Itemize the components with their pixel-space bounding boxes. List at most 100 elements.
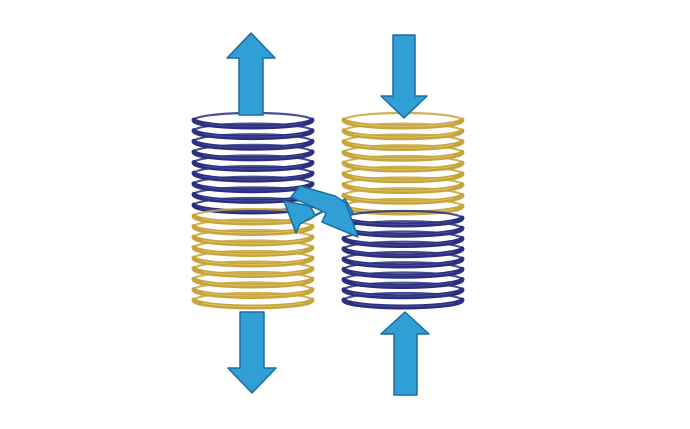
right-spring-top-ring-back [342, 187, 464, 196]
left-spring-bottom-ring-shine [202, 260, 304, 265]
exchange-arrows-icon [283, 185, 359, 238]
left-spring-top-ring [191, 128, 315, 141]
right-spring-bottom-ring-back [342, 271, 464, 280]
left-spring-bottom-ring [191, 245, 315, 257]
right-spring-bottom-ring [341, 236, 465, 248]
right-spring-top-ring-shine [352, 144, 454, 149]
left-spring-bottom-ring [191, 297, 315, 310]
right-spring-bottom-ring-back [342, 230, 464, 239]
left-spring-bottom-ring-shine [202, 302, 304, 307]
right-spring-bottom-ring-back [342, 250, 464, 260]
left-spring-bottom-ring-back [192, 291, 314, 301]
right-spring-bottom-ring-back [342, 240, 464, 250]
left-spring-top-ring-back [192, 122, 314, 132]
right-spring-top-ring-back [342, 197, 464, 207]
left-spring [191, 111, 315, 310]
right-spring-top-ring-back [342, 144, 464, 153]
right-spring-bottom-ring [341, 277, 465, 289]
left-spring-bottom-ring-back [192, 260, 314, 269]
left-spring-top-ring-shine [202, 186, 304, 191]
left-spring-bottom-ring [191, 255, 315, 268]
left-spring-bottom-ring-back [192, 249, 314, 259]
left-spring-bottom-ring [191, 234, 315, 247]
right-spring-top-ring [341, 117, 465, 130]
left-spring-bottom-ring-back [192, 281, 314, 290]
left-spring-top-ring-shine [202, 197, 304, 202]
right-spring-top-ring-shine [352, 197, 454, 203]
right-spring-bottom-ring-shine [352, 282, 454, 287]
right-spring-top-ring-shine [352, 208, 454, 213]
right-spring-bottom-arrow-icon [380, 311, 430, 396]
left-spring-top-ring-back [192, 143, 314, 153]
right-spring-bottom-ring-shine [352, 292, 454, 297]
left-spring-bottom-ring-shine [202, 250, 304, 255]
right-spring-top-ring [341, 192, 465, 205]
right-spring-top-ring-shine [352, 165, 454, 170]
right-spring-top-ring-shine [352, 133, 454, 138]
left-spring-bottom-ring [191, 224, 315, 236]
left-spring-top-ring-shine [202, 122, 304, 127]
left-spring-top-arrow-icon [226, 32, 276, 116]
right-spring-top-ring-shine [352, 187, 454, 192]
left-spring-top-ring-shine [202, 165, 304, 170]
left-spring-bottom-ring-shine [202, 229, 304, 234]
right-spring-top-ring-back [342, 154, 464, 164]
exchange-arrow-down-right-icon [290, 185, 359, 238]
right-spring-bottom-ring-shine [352, 220, 454, 225]
left-spring-bottom-ring-back [192, 270, 314, 280]
right-spring-bottom-ring [341, 287, 465, 300]
right-spring-bottom-ring-shine [352, 241, 454, 246]
right-spring-bottom-ring-shine [352, 261, 454, 266]
left-spring-bottom-ring-shine [202, 239, 304, 244]
right-spring-top-ring [341, 182, 465, 194]
left-spring-top-ring [191, 149, 315, 162]
left-spring-top-ring [191, 181, 315, 194]
left-spring-bottom-ring [191, 276, 315, 289]
right-spring-bottom-ring [341, 256, 465, 269]
left-spring-top-ring-back [192, 165, 314, 174]
left-spring-bottom-ring [191, 266, 315, 278]
left-spring-top-ring-shine [202, 175, 304, 181]
right-spring-bottom-ring [341, 297, 465, 310]
right-spring-top-ring [341, 149, 465, 162]
right-spring-bottom-ring-back [342, 261, 464, 270]
right-spring-top-ring-back [342, 122, 464, 132]
left-spring-bottom-ring-shine [202, 271, 304, 276]
left-spring-bottom-ring [191, 287, 315, 299]
left-spring-top-ring [191, 170, 315, 183]
left-spring-top-ring [191, 117, 315, 130]
left-spring-bottom-ring-shine [202, 281, 304, 286]
right-spring-bottom-ring-back [342, 291, 464, 301]
right-spring-top-ring [341, 128, 465, 141]
left-spring-top-ring-back [192, 175, 314, 185]
left-spring-bottom-ring-back [192, 228, 314, 238]
right-spring-top-ring-shine [352, 122, 454, 127]
left-spring-top-ring [191, 160, 315, 172]
right-spring-top-ring [341, 139, 465, 151]
right-spring-top-ring [341, 160, 465, 173]
right-spring-top-ring-shine [352, 176, 454, 181]
left-spring-bottom-arrow-icon [227, 311, 277, 394]
right-spring-top-ring-shine [352, 154, 454, 160]
right-spring-bottom-ring [341, 246, 465, 259]
right-spring-bottom-ring-shine [352, 251, 454, 256]
right-spring-top-arrow-icon [380, 34, 428, 119]
left-spring-top-ring-shine [202, 143, 304, 149]
left-spring-bottom-ring-back [192, 218, 314, 227]
left-spring-top-ring-back [192, 133, 314, 142]
right-spring-bottom-ring-shine [352, 230, 454, 236]
right-spring-top-ring-back [342, 133, 464, 142]
left-spring-top-ring-shine [202, 154, 304, 159]
left-spring-bottom-ring-shine [202, 292, 304, 297]
right-spring-top-ring [341, 171, 465, 184]
right-spring-top-ring-back [342, 176, 464, 185]
left-spring-top-ring-shine [202, 133, 304, 138]
left-spring-top-ring-back [192, 154, 314, 163]
right-spring-bottom-ring-shine [352, 271, 454, 277]
left-spring-bottom-ring-back [192, 239, 314, 248]
right-spring [341, 111, 465, 310]
right-spring-bottom-ring-back [342, 281, 464, 291]
right-spring-top-ring-back [342, 165, 464, 175]
